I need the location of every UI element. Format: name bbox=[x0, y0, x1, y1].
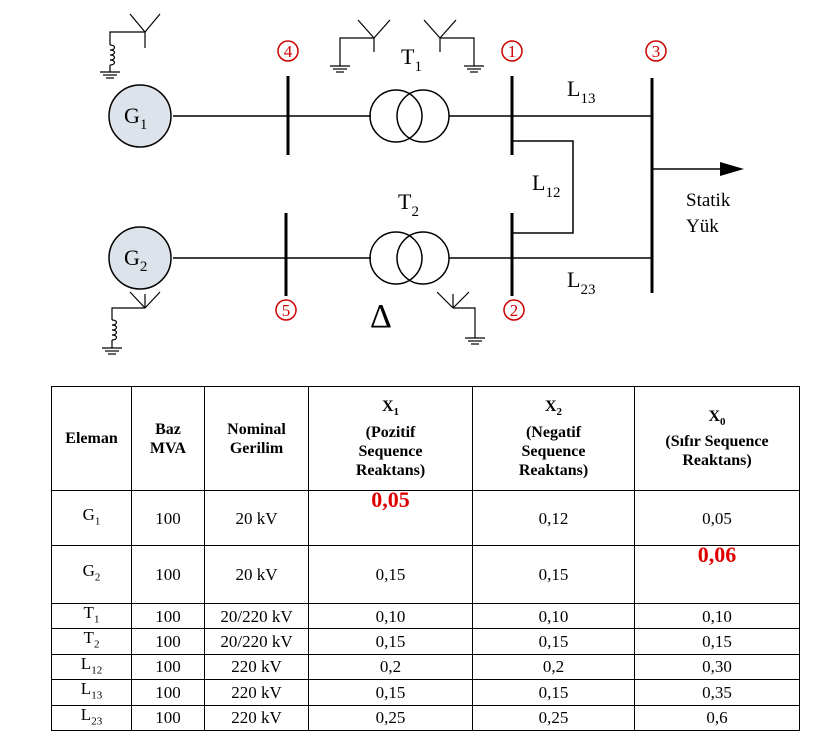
cell-mva: 100 bbox=[131, 679, 205, 706]
cell-x0: 0,10 bbox=[634, 602, 800, 630]
table-row-l23: L23 100 220 kV 0,25 0,25 0,6 bbox=[51, 704, 800, 731]
cell-x2: 0,2 bbox=[472, 653, 635, 681]
bus-4-marker bbox=[277, 40, 299, 62]
header-element: Eleman bbox=[51, 386, 132, 491]
cell-x0-highlight: 0,06 bbox=[634, 544, 800, 604]
cell-x0: 0,30 bbox=[634, 653, 800, 681]
cell-element: T2 bbox=[51, 628, 132, 655]
cell-voltage: 220 kV bbox=[204, 679, 309, 706]
table-row-t1: T1 100 20/220 kV 0,10 0,10 0,10 bbox=[51, 602, 800, 630]
transformer-t2-secondary bbox=[396, 231, 450, 285]
generator-g1 bbox=[108, 84, 172, 148]
cell-x1: 0,15 bbox=[308, 679, 473, 706]
cell-element: L12 bbox=[51, 653, 132, 681]
cell-mva: 100 bbox=[131, 490, 205, 546]
bus-5-number: 5 bbox=[282, 301, 291, 320]
cell-x2: 0,25 bbox=[472, 704, 635, 731]
g1-label: G1 bbox=[124, 103, 147, 133]
t1-label: T1 bbox=[401, 44, 422, 75]
cell-x2: 0,15 bbox=[472, 628, 635, 655]
cell-x1: 0,2 bbox=[308, 653, 473, 681]
one-line-diagram: 4 1 3 5 2 G1 G2 T1 T2 Δ L13 L12 L23 Stat… bbox=[100, 13, 744, 355]
cell-x1: 0,25 bbox=[308, 704, 473, 731]
l23-label: L23 bbox=[567, 267, 595, 298]
cell-voltage: 20/220 kV bbox=[204, 602, 309, 630]
cell-mva: 100 bbox=[131, 628, 205, 655]
cell-voltage: 20 kV bbox=[204, 545, 309, 604]
bus-2-number: 2 bbox=[510, 301, 519, 320]
cell-x0: 0,35 bbox=[634, 679, 800, 706]
load-label-line2: Yük bbox=[686, 216, 719, 237]
cell-element: T1 bbox=[51, 602, 132, 630]
cell-x2: 0,15 bbox=[472, 545, 635, 604]
l13-label: L13 bbox=[567, 76, 595, 107]
t1-primary-wye-ground-icon bbox=[330, 19, 391, 73]
table-row-t2: T2 100 20/220 kV 0,15 0,15 0,15 bbox=[51, 628, 800, 655]
t2-label: T2 bbox=[398, 189, 419, 220]
t1-secondary-wye-ground-icon bbox=[423, 19, 484, 73]
cell-mva: 100 bbox=[131, 653, 205, 681]
line-l12 bbox=[512, 140, 574, 234]
bus-1-marker bbox=[501, 40, 523, 62]
cell-x2: 0,12 bbox=[472, 490, 635, 546]
cell-voltage: 20/220 kV bbox=[204, 628, 309, 655]
cell-x0: 0,15 bbox=[634, 628, 800, 655]
table-row-g2: G2 100 20 kV 0,15 0,15 0,06 bbox=[51, 544, 800, 604]
l12-label: L12 bbox=[532, 170, 560, 201]
load-arrow-head bbox=[720, 162, 744, 176]
cell-x2: 0,10 bbox=[472, 602, 635, 630]
cell-x1: 0,15 bbox=[308, 545, 473, 604]
delta-symbol: Δ bbox=[370, 298, 392, 335]
cell-voltage: 20 kV bbox=[204, 490, 309, 546]
cell-voltage: 220 kV bbox=[204, 704, 309, 731]
load-label-line1: Statik bbox=[686, 190, 731, 211]
g2-label: G2 bbox=[124, 245, 147, 275]
cell-x1: 0,10 bbox=[308, 602, 473, 630]
cell-element: G1 bbox=[51, 490, 132, 546]
bus-3-marker bbox=[645, 40, 667, 62]
table-row-l12: L12 100 220 kV 0,2 0,2 0,30 bbox=[51, 653, 800, 681]
cell-element: L23 bbox=[51, 704, 132, 731]
cell-x0: 0,6 bbox=[634, 704, 800, 731]
transformer-t1-secondary bbox=[396, 89, 450, 143]
transformer-t1-primary bbox=[369, 89, 423, 143]
cell-mva: 100 bbox=[131, 602, 205, 630]
transformer-t2-primary bbox=[369, 231, 423, 285]
cell-element: G2 bbox=[51, 545, 132, 604]
g2-wye-ground-icon bbox=[102, 291, 161, 355]
table-row-l13: L13 100 220 kV 0,15 0,15 0,35 bbox=[51, 679, 800, 706]
g1-wye-ground-icon bbox=[100, 13, 161, 79]
cell-mva: 100 bbox=[131, 704, 205, 731]
cell-element: L13 bbox=[51, 679, 132, 706]
cell-mva: 100 bbox=[131, 545, 205, 604]
cell-x1-highlight: 0,05 bbox=[308, 489, 473, 546]
bus-5-marker bbox=[275, 299, 297, 321]
bus-1-number: 1 bbox=[508, 42, 517, 61]
bus-3-number: 3 bbox=[652, 42, 661, 61]
generator-g2 bbox=[108, 226, 172, 290]
bus-4-number: 4 bbox=[284, 42, 293, 61]
cell-x2: 0,15 bbox=[472, 679, 635, 706]
cell-x0: 0,05 bbox=[634, 490, 800, 546]
cell-voltage: 220 kV bbox=[204, 653, 309, 681]
table-row-g1: G1 100 20 kV 0,05 0,12 0,05 bbox=[51, 489, 800, 546]
bus-2-marker bbox=[503, 299, 525, 321]
t2-secondary-wye-ground-icon bbox=[436, 291, 485, 345]
cell-x1: 0,15 bbox=[308, 628, 473, 655]
